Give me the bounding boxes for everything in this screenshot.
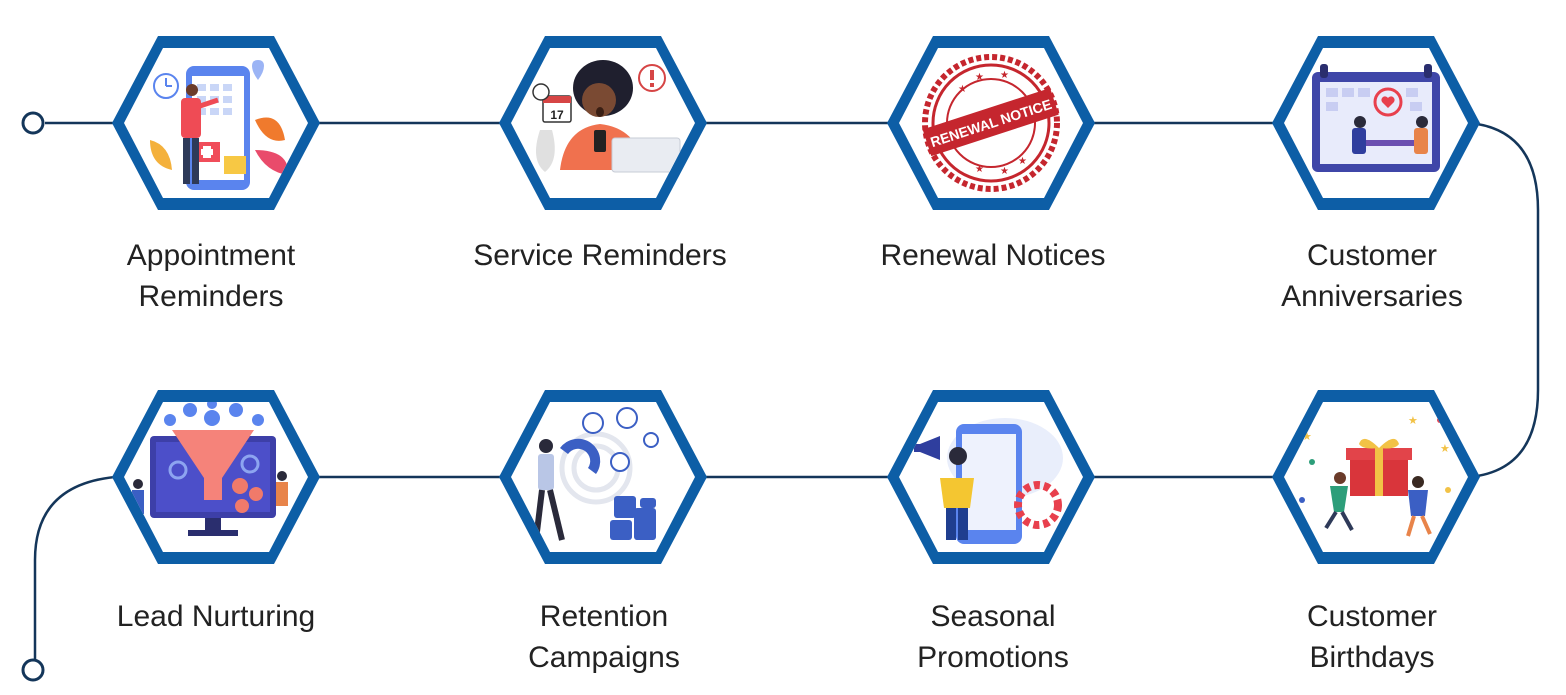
calendar-appointment-icon — [150, 60, 289, 190]
svg-text:★: ★ — [1000, 70, 1009, 81]
step-label-line-1: Customer — [1307, 600, 1437, 633]
step-label-line-2: Anniversaries — [1281, 280, 1463, 313]
svg-text:★: ★ — [958, 84, 967, 95]
step-label-line-1: Lead Nurturing — [117, 600, 315, 633]
step-customer-birthdays: ★ ★ ★ Customer Birthdays — [1272, 390, 1480, 674]
step-label-line-2: Promotions — [917, 641, 1069, 674]
step-retention-campaigns: Retention Campaigns — [499, 390, 707, 674]
step-label-line-2: Birthdays — [1309, 641, 1434, 674]
step-lead-nurturing: Lead Nurturing — [112, 390, 320, 633]
step-label-line-2: Reminders — [138, 280, 283, 313]
step-label-line-1: Appointment — [127, 239, 296, 272]
svg-text:★: ★ — [1408, 414, 1418, 427]
step-label-line-1: Retention — [540, 600, 668, 633]
step-service-reminders: 17 Service Reminders — [473, 36, 727, 272]
notification-phone-icon: 17 — [532, 60, 681, 173]
connector-lines — [33, 121, 1540, 660]
svg-text:★: ★ — [1000, 166, 1009, 177]
svg-text:★: ★ — [1440, 442, 1450, 455]
step-label-line-2: Campaigns — [528, 641, 680, 674]
step-customer-anniversaries: Customer Anniversaries — [1272, 36, 1480, 313]
svg-text:★: ★ — [975, 164, 984, 175]
step-renewal-notices: RENEWAL NOTICE ★★★ ★★★ Renewal Notices — [880, 36, 1106, 272]
svg-text:★: ★ — [975, 72, 984, 83]
svg-text:★: ★ — [1302, 430, 1312, 443]
step-label-line-1: Customer — [1307, 239, 1437, 272]
start-node — [21, 111, 45, 135]
step-seasonal-promotions: Seasonal Promotions — [887, 390, 1095, 674]
step-label-line-1: Seasonal — [930, 600, 1055, 633]
svg-text:17: 17 — [550, 108, 564, 122]
anniversary-dinner-icon — [1312, 64, 1440, 172]
step-label-line-1: Renewal Notices — [880, 239, 1105, 272]
megaphone-promotion-icon — [914, 418, 1063, 544]
sales-funnel-icon — [132, 402, 288, 536]
svg-text:★: ★ — [1018, 156, 1027, 167]
end-node — [21, 658, 45, 682]
step-appointment-reminders: Appointment Reminders — [112, 36, 320, 313]
step-label-line-1: Service Reminders — [473, 239, 726, 272]
birthday-gift-icon: ★ ★ ★ — [1299, 414, 1451, 537]
